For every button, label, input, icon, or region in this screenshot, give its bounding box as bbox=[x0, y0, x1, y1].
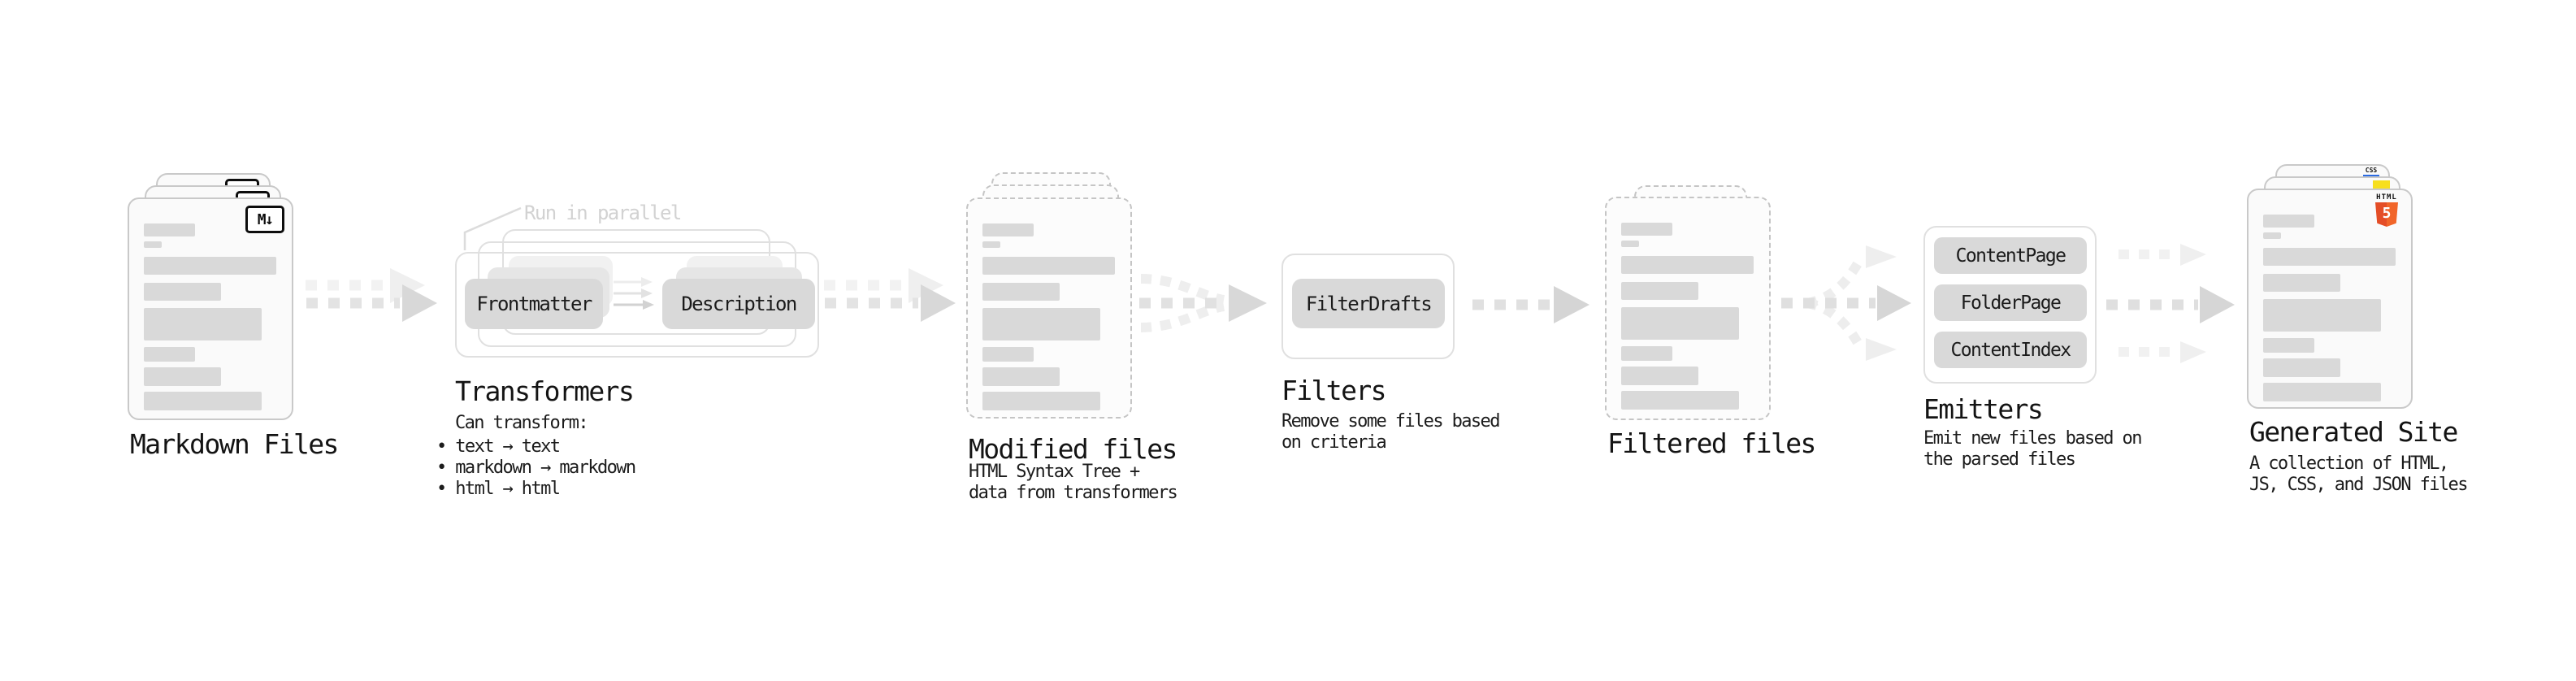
transformer-step-description: Description bbox=[662, 279, 815, 329]
stage-label: Markdown Files bbox=[130, 428, 339, 460]
doc-text-line bbox=[1621, 391, 1739, 410]
doc-text-line bbox=[982, 308, 1100, 340]
caption-line: A collection of HTML, bbox=[2249, 453, 2449, 474]
filters-frame bbox=[1281, 254, 1455, 359]
doc-text-line bbox=[982, 392, 1100, 410]
emitter-contentindex: ContentIndex bbox=[1934, 332, 2087, 368]
css-icon-label: CSS bbox=[2365, 167, 2378, 174]
flow-arrow-icon bbox=[306, 268, 437, 322]
emitters-frame bbox=[1923, 226, 2097, 384]
doc-text-line bbox=[2263, 358, 2340, 377]
transform-bullets: • text → text • markdown → markdown • ht… bbox=[436, 436, 636, 500]
flow-arrow-icon bbox=[824, 268, 956, 322]
doc-text-line bbox=[144, 392, 262, 410]
doc-text-line bbox=[982, 241, 1000, 248]
html5-icon-shield: 5 bbox=[2375, 202, 2398, 227]
caption-line: the parsed files bbox=[1923, 449, 2076, 470]
stage-label: Generated Site bbox=[2249, 416, 2458, 448]
step-arrows-icon bbox=[614, 277, 654, 310]
doc-content bbox=[144, 199, 276, 410]
doc-text-line bbox=[144, 347, 195, 362]
doc-text-line bbox=[144, 283, 221, 301]
doc-text-line bbox=[1621, 282, 1698, 300]
doc-text-line bbox=[2263, 215, 2314, 228]
bullet-item: • html → html bbox=[436, 479, 561, 499]
bullet-item: • markdown → markdown bbox=[436, 458, 636, 478]
caption-line: HTML Syntax Tree + bbox=[969, 462, 1140, 482]
doc-text-line bbox=[982, 223, 1034, 236]
run-in-parallel-note: Run in parallel bbox=[524, 202, 682, 224]
stage-label: Transformers bbox=[455, 375, 635, 407]
doc-text-line bbox=[982, 283, 1060, 301]
doc-text-line bbox=[2263, 274, 2340, 292]
caption-line: Emit new files based on bbox=[1923, 428, 2142, 449]
caption-line: Remove some files based bbox=[1281, 411, 1500, 432]
flow-arrow-icon bbox=[1472, 286, 1589, 323]
doc-text-line bbox=[144, 367, 221, 386]
stage-label: Filters bbox=[1281, 375, 1386, 406]
emitter-folderpage: FolderPage bbox=[1934, 284, 2087, 321]
transformer-step-frontmatter: Frontmatter bbox=[465, 279, 603, 329]
filter-step-filterdrafts: FilterDrafts bbox=[1292, 279, 1445, 328]
caption-line: on criteria bbox=[1281, 432, 1387, 453]
doc-text-line bbox=[1621, 256, 1754, 274]
document: M↓ bbox=[128, 197, 293, 420]
merge-arrow-icon bbox=[1139, 274, 1267, 332]
stage-label: Modified files bbox=[969, 433, 1177, 465]
doc-text-line bbox=[2263, 299, 2381, 332]
doc-content bbox=[1621, 198, 1754, 410]
doc-text-line bbox=[2263, 232, 2281, 239]
css-icon: CSS bbox=[2363, 167, 2379, 177]
doc-text-line bbox=[1621, 307, 1739, 340]
caption-line: data from transformers bbox=[969, 483, 1178, 503]
document: HTML 5 bbox=[2247, 189, 2413, 409]
doc-text-line bbox=[144, 257, 276, 275]
emitter-contentpage: ContentPage bbox=[1934, 237, 2087, 274]
css-icon-bar bbox=[2363, 175, 2379, 177]
callout-leader-line bbox=[463, 206, 522, 250]
doc-content bbox=[2263, 190, 2396, 401]
transformer-frame bbox=[455, 252, 819, 358]
doc-text-line bbox=[982, 367, 1060, 386]
html5-icon: HTML 5 bbox=[2372, 193, 2401, 227]
doc-text-line bbox=[144, 308, 262, 340]
doc-text-line bbox=[1621, 241, 1639, 247]
doc-text-line bbox=[982, 347, 1034, 362]
stage-caption: Remove some files based on criteria bbox=[1281, 411, 1500, 453]
doc-text-line bbox=[982, 257, 1115, 275]
doc-text-line bbox=[2263, 248, 2396, 266]
bullet-item: • text → text bbox=[436, 436, 561, 457]
doc-text-line bbox=[144, 223, 195, 236]
stage-label: Emitters bbox=[1923, 393, 2044, 425]
javascript-icon bbox=[2373, 180, 2390, 189]
triple-arrow-icon bbox=[2106, 244, 2235, 363]
doc-text-line bbox=[1621, 346, 1672, 361]
stage-caption: A collection of HTML, JS, CSS, and JSON … bbox=[2249, 453, 2468, 496]
stage-label: Filtered files bbox=[1607, 427, 1816, 459]
doc-text-line bbox=[144, 241, 162, 248]
html5-icon-label: HTML bbox=[2376, 193, 2397, 202]
doc-text-line bbox=[2263, 383, 2381, 401]
fork-arrow-icon bbox=[1781, 245, 1911, 361]
doc-content bbox=[982, 199, 1115, 410]
document bbox=[1605, 197, 1771, 420]
markdown-icon: M↓ bbox=[245, 206, 284, 233]
stage-caption: Can transform: bbox=[455, 413, 589, 433]
doc-text-line bbox=[1621, 223, 1672, 236]
doc-text-line bbox=[1621, 367, 1698, 385]
caption-line: JS, CSS, and JSON files bbox=[2249, 475, 2468, 495]
stage-caption: Emit new files based on the parsed files bbox=[1923, 428, 2142, 471]
stage-caption: HTML Syntax Tree + data from transformer… bbox=[969, 462, 1178, 504]
doc-text-line bbox=[2263, 338, 2314, 353]
document bbox=[966, 197, 1132, 419]
